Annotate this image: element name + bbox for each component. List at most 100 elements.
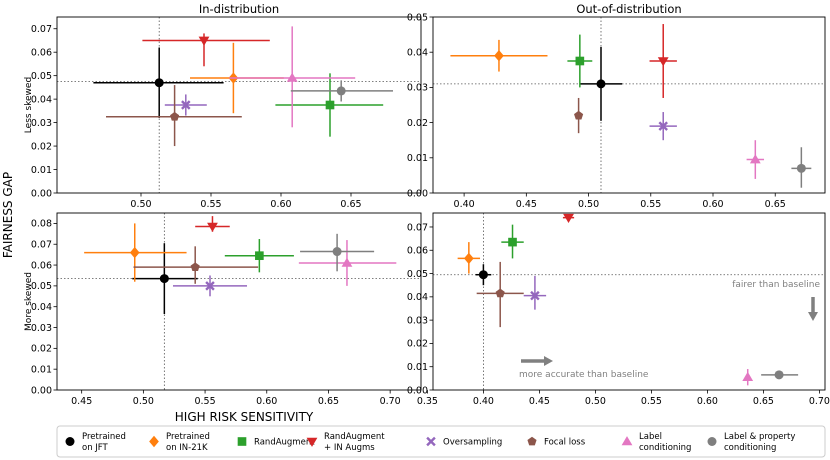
legend-item-4: RandAugment+ IN Augms (306, 432, 385, 453)
data-point-marker (563, 213, 574, 224)
panel-frame (56, 16, 422, 194)
y-tick-label: 0.00 (407, 188, 428, 199)
point-method-7 (229, 26, 356, 128)
panel-frame (432, 212, 826, 391)
point-method-2 (450, 39, 548, 72)
point-method-3 (275, 73, 384, 137)
y-tick-label: 0.01 (407, 362, 428, 373)
y-tick-label: 0.02 (407, 339, 428, 350)
legend-marker (65, 437, 75, 446)
y-tick-label: 0.01 (407, 153, 428, 164)
data-point-marker (341, 257, 353, 267)
y-tick-label: 0.07 (407, 222, 428, 233)
y-tick-label: 0.03 (31, 118, 52, 129)
point-method-1 (132, 243, 198, 314)
y-tick-label: 0.04 (407, 292, 428, 303)
x-tick-label: 0.65 (340, 199, 361, 210)
point-method-8 (791, 147, 812, 188)
x-tick-label: 0.70 (380, 396, 401, 407)
x-tick-label: 0.45 (529, 396, 550, 407)
legend-marker (707, 437, 717, 446)
data-point-marker (657, 57, 669, 67)
point-method-5 (172, 275, 248, 297)
point-method-8 (290, 80, 393, 102)
data-point-marker (574, 110, 584, 120)
x-tick-label: 0.50 (585, 396, 606, 407)
y-tick-label: 0.05 (407, 269, 428, 280)
y-tick-label: 0.08 (31, 219, 52, 230)
data-point-marker (129, 246, 140, 259)
point-method-1 (579, 46, 623, 121)
data-point-marker (742, 371, 754, 381)
legend-marker (237, 437, 247, 446)
y-tick-label: 0.01 (31, 165, 52, 176)
point-method-6 (574, 97, 584, 134)
point-method-2 (84, 223, 187, 282)
x-tick-label: 0.40 (473, 396, 494, 407)
y-tick-label: 0.06 (31, 260, 52, 271)
y-tick-label: 0.00 (31, 385, 52, 396)
x-tick-label: 0.60 (702, 199, 723, 210)
y-tick-label: 0.04 (31, 302, 52, 313)
point-method-3 (567, 34, 593, 88)
y-tick-label: 0.00 (407, 385, 428, 396)
point-method-4 (649, 24, 677, 98)
point-method-5 (164, 94, 207, 116)
y-tick-label: 0.02 (31, 344, 52, 355)
panel-title: Out-of-distribution (576, 2, 681, 16)
y-tick-label: 0.05 (31, 71, 52, 82)
data-point-marker (495, 288, 505, 298)
data-point-marker (336, 86, 346, 96)
y-tick-label: 0.03 (31, 323, 52, 334)
row-label: More skewed (24, 272, 34, 331)
x-tick-label: 0.60 (697, 396, 718, 407)
x-tick-label: 0.50 (130, 199, 151, 210)
data-point-marker (332, 247, 342, 257)
data-point-marker (159, 274, 169, 284)
y-tick-label: 0.04 (31, 94, 52, 105)
data-point-marker (596, 79, 606, 89)
data-point-marker (463, 252, 474, 265)
x-axis-label: HIGH RISK SENSITIVITY (175, 410, 314, 424)
y-tick-label: 0.03 (407, 315, 428, 326)
panel-title: In-distribution (199, 2, 279, 16)
x-tick-label: 0.60 (256, 396, 277, 407)
legend-label: RandAugment (254, 438, 315, 448)
legend-marker (621, 436, 633, 446)
panel-frame (56, 212, 422, 391)
point-method-6 (133, 246, 259, 284)
legend-label: Oversampling (443, 438, 502, 448)
point-method-8 (300, 233, 375, 272)
x-tick-label: 0.50 (578, 199, 599, 210)
data-point-marker (530, 290, 540, 301)
y-tick-label: 0.02 (31, 141, 52, 152)
y-tick-label: 0.07 (31, 24, 52, 35)
right-arrow-icon (544, 356, 553, 366)
point-method-4 (195, 216, 230, 232)
data-point-marker (774, 370, 784, 380)
legend-marker (426, 436, 436, 447)
legend-item-6: Focal loss (527, 436, 586, 448)
point-method-3 (224, 239, 294, 273)
data-point-marker (658, 121, 668, 131)
data-point-marker (749, 154, 761, 164)
x-tick-label: 0.45 (516, 199, 537, 210)
x-tick-label: 0.55 (641, 396, 662, 407)
data-point-marker (575, 56, 585, 66)
point-method-3 (501, 224, 524, 259)
y-tick-label: 0.00 (31, 188, 52, 199)
legend-label: RandAugment+ IN Augms (324, 432, 385, 453)
x-tick-label: 0.55 (200, 199, 221, 210)
data-point-marker (190, 262, 200, 272)
